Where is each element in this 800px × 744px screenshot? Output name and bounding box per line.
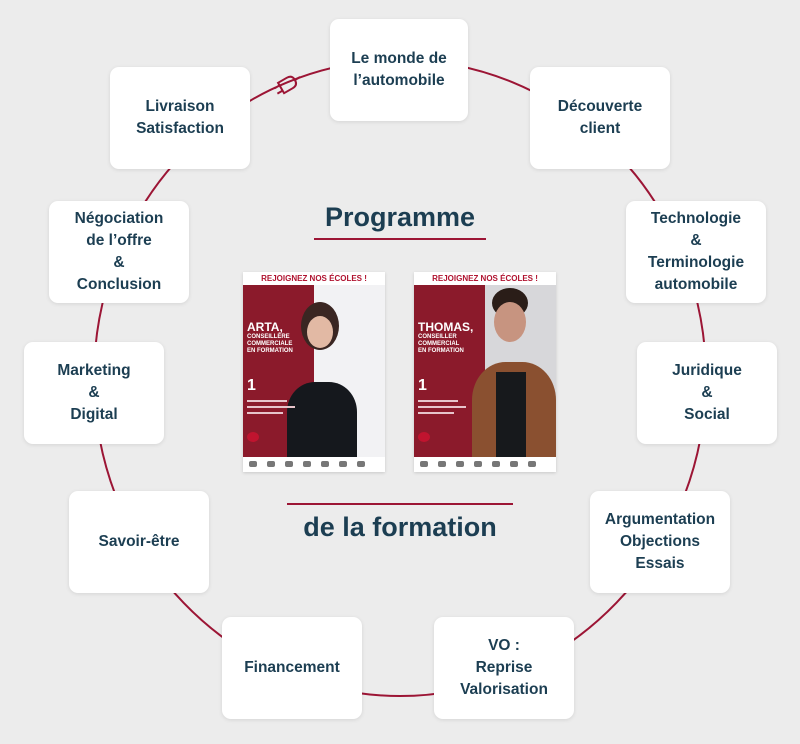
poster-name: ARTA, (247, 320, 283, 334)
poster-arta: REJOIGNEZ NOS ÉCOLES ! ARTA, CONSEILLÈRE… (243, 272, 385, 472)
module-negotiation: Négociation de l’offre & Conclusion (49, 201, 189, 303)
poster-number: 1 (247, 377, 256, 394)
module-used-vehicles: VO : Reprise Valorisation (434, 617, 574, 719)
module-delivery-satisfaction: Livraison Satisfaction (110, 67, 250, 169)
poster-brand-strip (243, 457, 385, 472)
plug-icon (273, 75, 301, 96)
poster-role: CONSEILLÈRE COMMERCIALE EN FORMATION (247, 334, 293, 354)
module-client-discovery: Découverte client (530, 67, 670, 169)
poster-number: 1 (418, 377, 427, 394)
academy-logo (418, 432, 430, 442)
module-financing: Financement (222, 617, 362, 719)
module-marketing-digital: Marketing & Digital (24, 342, 164, 444)
module-automotive-world: Le monde de l’automobile (330, 19, 468, 121)
poster-role: CONSEILLER COMMERCIAL EN FORMATION (418, 334, 464, 354)
title-underline (314, 238, 486, 240)
poster-banner: REJOIGNEZ NOS ÉCOLES ! (414, 272, 556, 285)
module-argumentation: Argumentation Objections Essais (590, 491, 730, 593)
poster-thomas: REJOIGNEZ NOS ÉCOLES ! THOMAS, CONSEILLE… (414, 272, 556, 472)
subtitle-overline (287, 503, 513, 505)
poster-name: THOMAS, (418, 320, 474, 334)
module-legal-social: Juridique & Social (637, 342, 777, 444)
module-technology-terminology: Technologie & Terminologie automobile (626, 201, 766, 303)
academy-logo (247, 432, 259, 442)
title-formation: de la formation (303, 512, 497, 542)
title-programme: Programme (324, 202, 476, 232)
poster-brand-strip (414, 457, 556, 472)
module-soft-skills: Savoir-être (69, 491, 209, 593)
poster-banner: REJOIGNEZ NOS ÉCOLES ! (243, 272, 385, 285)
